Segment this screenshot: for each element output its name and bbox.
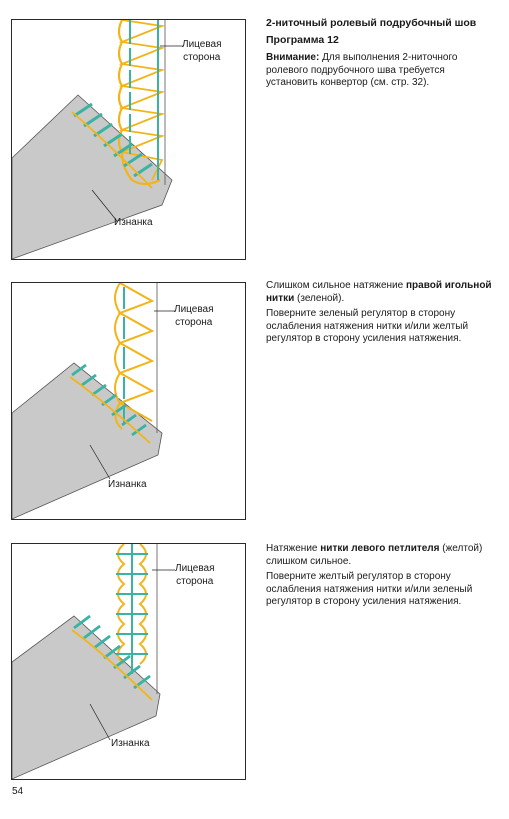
section-2-solution: Поверните зеленый регулятор в сторону ос… xyxy=(266,308,469,344)
section-3-text: Натяжение нитки левого петлителя (желтой… xyxy=(266,543,496,612)
figure-2-drawing xyxy=(12,283,175,519)
label-reverse-side: Изнанка xyxy=(111,738,150,749)
green-thread xyxy=(116,544,148,674)
fabric-reverse xyxy=(12,94,173,259)
green-thread xyxy=(129,20,159,180)
yellow-thread xyxy=(117,283,155,422)
section-1-text: 2-ниточный ролевый подрубочный шов Прогр… xyxy=(266,17,496,93)
section-2-problem: Слишком сильное натяжение правой игольно… xyxy=(266,280,492,304)
page-number: 54 xyxy=(12,786,24,797)
section-2-text: Слишком сильное натяжение правой игольно… xyxy=(266,280,496,349)
section-3-problem: Натяжение нитки левого петлителя (желтой… xyxy=(266,543,483,567)
yellow-thread xyxy=(117,544,147,665)
figure-3-drawing xyxy=(12,544,175,779)
fabric-reverse xyxy=(12,615,161,779)
section-1-program: Программа 12 xyxy=(266,33,339,46)
section-1-note: Внимание: Для выполнения 2-ниточного рол… xyxy=(266,52,458,88)
label-reverse-side: Изнанка xyxy=(108,479,147,490)
figure-1-drawing xyxy=(12,20,183,259)
section-1-title: 2-ниточный ролевый подрубочный шов xyxy=(266,17,477,29)
fabric-reverse xyxy=(12,362,163,519)
section-3-solution: Поверните желтый регулятор в сторону осл… xyxy=(266,571,473,607)
label-reverse-side: Изнанка xyxy=(114,217,153,228)
